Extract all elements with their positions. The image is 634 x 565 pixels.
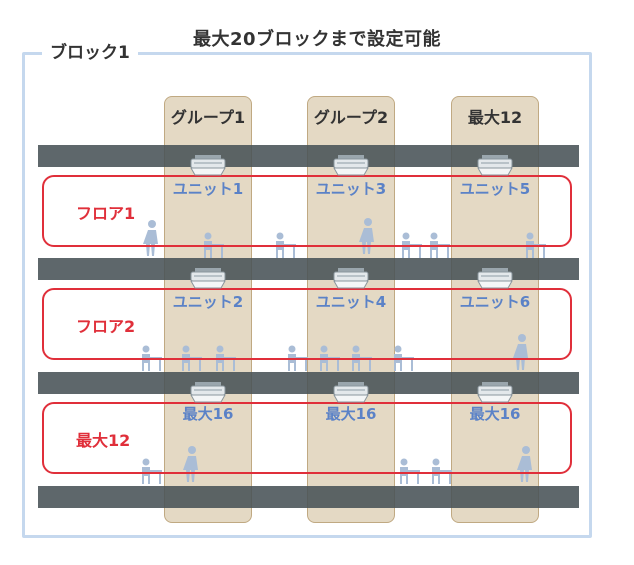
floor-outline-2 bbox=[42, 288, 572, 360]
unit-label: ユニット4 bbox=[315, 293, 387, 311]
indoor-unit-icon bbox=[475, 268, 515, 290]
floor-slab-1 bbox=[38, 145, 579, 167]
indoor-unit-icon bbox=[188, 382, 228, 404]
unit-label: 最大16 bbox=[182, 405, 234, 423]
floor-slab-4 bbox=[38, 486, 579, 508]
indoor-unit-icon bbox=[331, 155, 371, 177]
indoor-unit-icon bbox=[188, 155, 228, 177]
indoor-unit-icon bbox=[331, 268, 371, 290]
group-label-2: グループ2 bbox=[313, 108, 389, 127]
unit-label: 最大16 bbox=[469, 405, 521, 423]
floor-label-2: フロア2 bbox=[76, 317, 136, 336]
unit-label: ユニット3 bbox=[315, 180, 387, 198]
unit-label: ユニット5 bbox=[459, 180, 531, 198]
unit-label: ユニット1 bbox=[172, 180, 244, 198]
floor-label-3: 最大12 bbox=[76, 431, 131, 450]
floor-label-1: フロア1 bbox=[76, 204, 136, 223]
diagram-caption: 最大20ブロックまで設定可能 bbox=[192, 29, 442, 50]
block-frame bbox=[22, 52, 592, 538]
group-label-1: グループ1 bbox=[170, 108, 246, 127]
block-label: ブロック1 bbox=[42, 38, 138, 63]
indoor-unit-icon bbox=[188, 268, 228, 290]
floor-slab-3 bbox=[38, 372, 579, 394]
unit-label: ユニット2 bbox=[172, 293, 244, 311]
floor-slab-2 bbox=[38, 258, 579, 280]
unit-label: 最大16 bbox=[325, 405, 377, 423]
indoor-unit-icon bbox=[475, 155, 515, 177]
indoor-unit-icon bbox=[475, 382, 515, 404]
floor-outline-3 bbox=[42, 402, 572, 474]
group-label-3: 最大12 bbox=[467, 108, 523, 127]
unit-label: ユニット6 bbox=[459, 293, 531, 311]
indoor-unit-icon bbox=[331, 382, 371, 404]
floor-outline-1 bbox=[42, 175, 572, 247]
